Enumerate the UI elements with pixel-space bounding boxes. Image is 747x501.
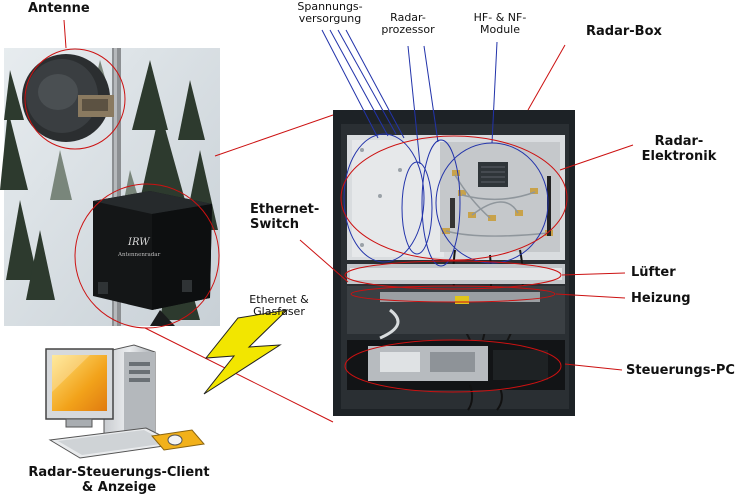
label-ethernet-glasfaser: Ethernet & Glasfaser <box>236 294 322 318</box>
antenna-highlight <box>24 48 126 150</box>
processor-highlight <box>401 161 433 255</box>
label-spannungsversorgung: Spannungs- versorgung <box>290 1 370 25</box>
label-client-line2: & Anzeige <box>81 480 157 495</box>
label-radar-elektronik-line2: Elektronik <box>641 149 717 164</box>
label-ethernet-glasfaser-line1: Ethernet & <box>249 293 309 306</box>
pc-highlight <box>344 339 562 393</box>
label-client-line1: Radar-Steuerungs-Client <box>28 465 210 480</box>
label-hf-nf-line2: Module <box>480 23 520 36</box>
heater-highlight <box>350 285 556 303</box>
label-radarprozessor: Radar- prozessor <box>370 12 446 36</box>
client-computer-icon <box>45 344 205 459</box>
label-luefter: Lüfter <box>631 265 676 280</box>
fan-highlight <box>344 260 562 290</box>
label-antenne: Antenne <box>28 1 90 16</box>
box-brand-logo: IRW <box>127 237 150 248</box>
label-hf-nf-line1: HF- & NF- <box>473 11 527 24</box>
label-radar-box: Radar-Box <box>586 24 662 39</box>
label-ethernet-switch-line1: Ethernet- <box>250 202 320 217</box>
blue-leaders <box>321 29 498 165</box>
lightning-bolt-icon <box>203 309 289 395</box>
label-ethernet-switch: Ethernet- Switch <box>250 202 319 232</box>
label-radar-elektronik: Radar- Elektronik <box>630 134 728 164</box>
label-radarprozessor-line1: Radar- <box>390 11 426 24</box>
red-leaders <box>63 19 634 423</box>
label-spannungsversorgung-line1: Spannungs- <box>297 0 363 13</box>
label-heizung: Heizung <box>631 291 691 306</box>
box-highlight <box>74 183 220 329</box>
electronics-highlight <box>340 135 568 261</box>
radar-box-photo: IRW Antennenradar <box>93 191 212 310</box>
label-steuerungs-pc: Steuerungs-PC <box>626 363 735 378</box>
svg-text:Antennenradar: Antennenradar <box>117 252 161 258</box>
label-radarprozessor-line2: prozessor <box>381 23 435 36</box>
psu-highlight <box>343 133 425 263</box>
label-spannungsversorgung-line2: versorgung <box>298 12 362 25</box>
label-ethernet-switch-line2: Switch <box>250 217 300 232</box>
label-ethernet-glasfaser-line2: Glasfaser <box>253 305 305 318</box>
label-radar-elektronik-line1: Radar- <box>654 134 704 149</box>
label-hf-nf-module: HF- & NF- Module <box>463 12 537 36</box>
processor-highlight-2 <box>421 139 461 267</box>
antenna-photo: IRW Antennenradar <box>0 48 220 326</box>
antenna-dish <box>22 54 114 142</box>
label-client: Radar-Steuerungs-Client & Anzeige <box>14 465 224 495</box>
